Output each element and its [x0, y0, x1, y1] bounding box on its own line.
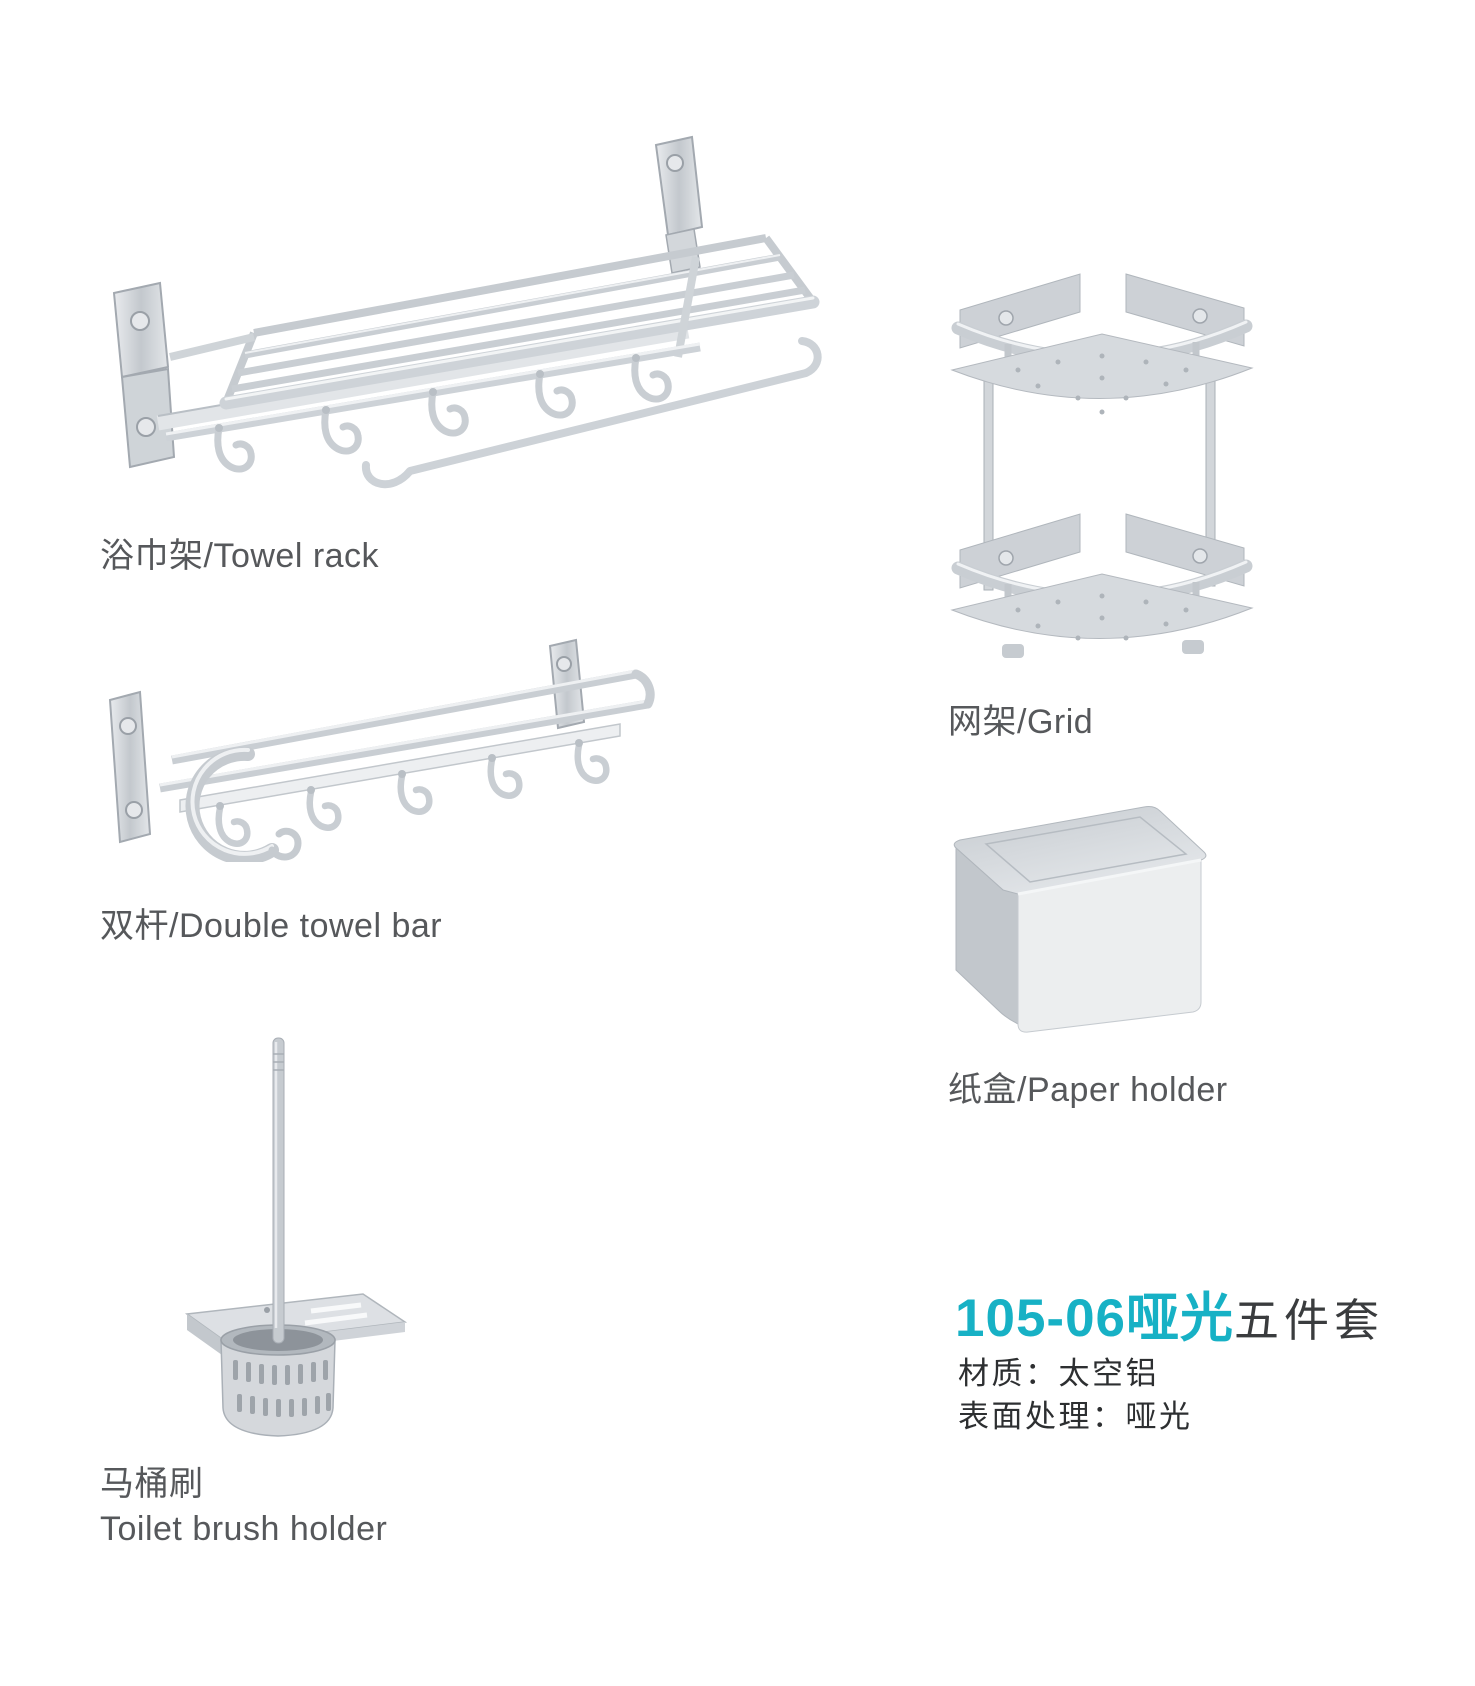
towel-rack-label: 浴巾架/Towel rack — [100, 537, 380, 575]
paper-holder-image — [888, 762, 1228, 1052]
double-towel-bar-image — [80, 592, 685, 865]
grid-icon — [950, 273, 1254, 658]
toilet-brush-holder-image — [125, 1010, 430, 1450]
paper-holder-label: 纸盒/Paper holder — [948, 1071, 1228, 1109]
product-code: 105-06哑光 — [955, 1289, 1235, 1348]
double-towel-bar-label: 双杆/Double towel bar — [100, 907, 443, 945]
toilet-brush-holder-label: 马桶刷 Toilet brush holder — [100, 1462, 387, 1552]
toilet-brush-holder-label-en: Toilet brush holder — [100, 1509, 388, 1548]
paper-holder-icon — [953, 806, 1207, 1033]
spec-surface: 表面处理：哑光 — [958, 1399, 1193, 1434]
spec-material: 材质：太空铝 — [958, 1356, 1159, 1391]
double-towel-bar-icon — [108, 638, 655, 865]
product-set-suffix: 五件套 — [1234, 1295, 1385, 1346]
towel-rack-image — [78, 105, 823, 505]
towel-rack-icon — [112, 135, 822, 489]
toilet-brush-holder-label-zh: 马桶刷 — [100, 1465, 204, 1503]
product-title: 105-06哑光五件套 — [955, 1276, 1384, 1352]
product-specs: 材质：太空铝 表面处理：哑光 — [958, 1352, 1193, 1438]
grid-label: 网架/Grid — [948, 703, 1094, 741]
toilet-brush-holder-icon — [184, 1037, 408, 1437]
grid-image — [868, 242, 1283, 667]
